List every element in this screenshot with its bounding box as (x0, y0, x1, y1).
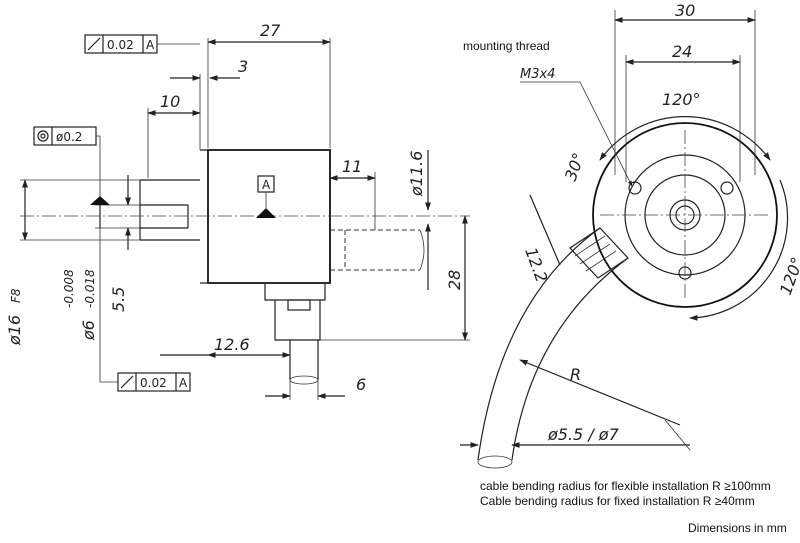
dim-6-tol-lower: -0.018 (83, 269, 97, 308)
dim-12-6: 12.6 (214, 335, 250, 354)
side-view: 27 3 10 11 ø11.6 28 12.6 6 (5, 21, 470, 400)
units-note: Dimensions in mm (688, 521, 787, 535)
datum-box (257, 175, 275, 193)
svg-text:0.02: 0.02 (140, 376, 167, 390)
runout-arrow-icon-bottom (120, 375, 134, 389)
runout-frame-top: 0.02 A (84, 34, 200, 54)
datum-triangle-left (90, 196, 110, 205)
dim-27: 27 (260, 21, 281, 40)
dim-28: 28 (445, 270, 464, 290)
cable-strain-relief (569, 227, 629, 279)
side-cable (289, 340, 319, 380)
mounting-thread-label: mounting thread (463, 39, 550, 53)
svg-text:0.02: 0.02 (107, 38, 134, 52)
concentricity-frame: ø0.2 (33, 126, 101, 196)
concentricity-icon (37, 130, 49, 142)
dim-16-fit: F8 (9, 288, 23, 303)
dim-6-tol-upper: -0.008 (62, 269, 76, 308)
dim-12-2: 12.2 (521, 245, 551, 285)
angle-120-right: 120° (776, 255, 800, 298)
shaft (140, 204, 189, 229)
cable-diameter: ø5.5 / ø7 (547, 425, 620, 444)
runout-arrow-icon (87, 37, 101, 51)
mounting-hole-2 (720, 181, 734, 195)
cable-outer (477, 227, 601, 461)
dim-10: 10 (160, 92, 180, 111)
dim-16: ø16 (5, 315, 24, 346)
shaft-hub (139, 179, 200, 241)
radius-label: R (570, 365, 581, 384)
svg-text:ø0.2: ø0.2 (56, 130, 82, 144)
angle-120-top: 120° (662, 90, 701, 109)
dim-6-shaft: ø6 (79, 320, 98, 341)
outer-body-circle (592, 122, 778, 308)
datum-label: A (262, 178, 271, 192)
angle-30: 30° (561, 150, 589, 183)
svg-text:A: A (179, 376, 188, 390)
dim-3: 3 (238, 57, 248, 76)
dim-5-5: 5.5 (109, 287, 128, 312)
mounting-hole-1 (628, 181, 642, 195)
svg-text:A: A (146, 38, 155, 52)
thread-spec: M3x4 (520, 67, 555, 82)
dim-6: 6 (356, 375, 366, 394)
cable-connector (264, 283, 326, 301)
alt-cable-exit (330, 229, 420, 271)
dim-11-6: ø11.6 (407, 151, 426, 197)
note-flexible-radius: cable bending radius for flexible instal… (480, 479, 771, 493)
mounting-flange (200, 149, 209, 284)
dim-30: 30 (675, 1, 695, 20)
datum-triangle-body (256, 208, 276, 218)
note-fixed-radius: Cable bending radius for fixed installat… (480, 494, 755, 508)
cable-inner (511, 257, 629, 461)
dim-24: 24 (672, 42, 692, 61)
runout-frame-bottom: 0.02 A (99, 228, 191, 392)
front-view: 30 24 120° 30° 120° mounting thread M3x4… (460, 1, 800, 469)
dim-11: 11 (342, 157, 362, 176)
